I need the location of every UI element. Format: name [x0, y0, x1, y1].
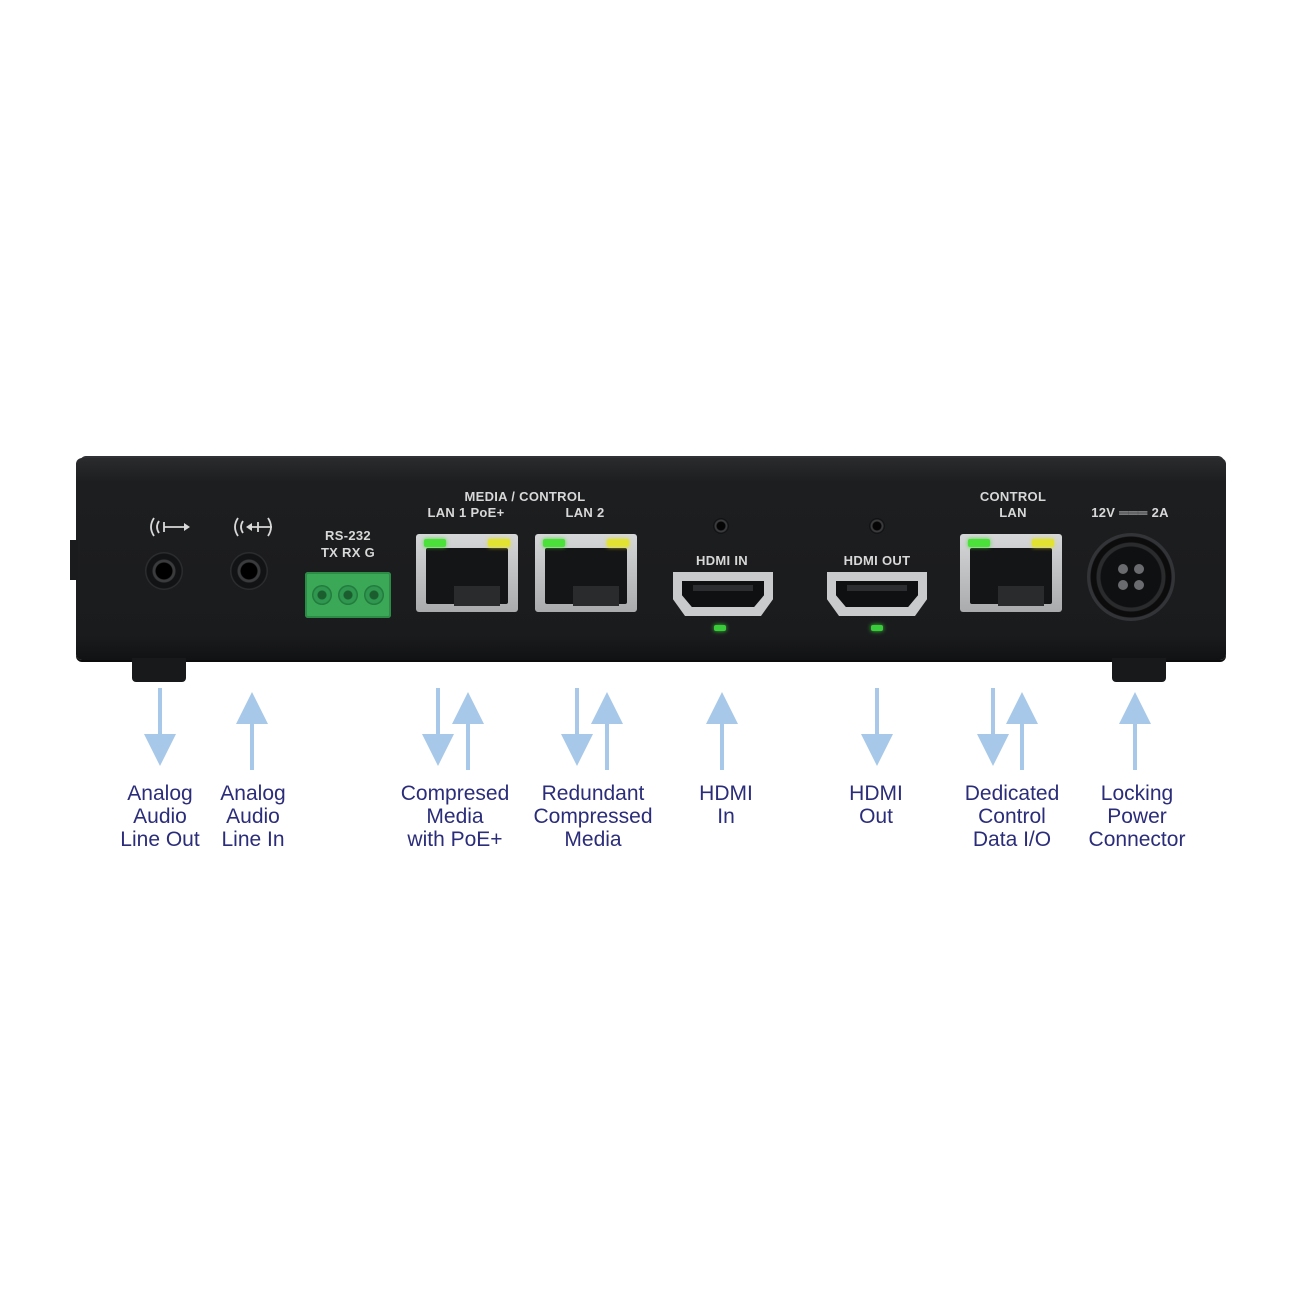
- label-line: Redundant: [541, 782, 645, 805]
- control-lan-port-socket: [970, 548, 1052, 606]
- lan1-link-led: [424, 539, 446, 547]
- terminal-screw: [364, 585, 384, 605]
- terminal-screw: [312, 585, 332, 605]
- rs232-terminal-block[interactable]: [305, 572, 391, 618]
- label-line: Compressed: [533, 805, 653, 828]
- label-line: Connector: [1088, 828, 1186, 851]
- hdmi-out-status-led: [871, 625, 883, 631]
- hdmi-in-port[interactable]: [673, 572, 773, 616]
- label-control-lan: Dedicated Control Data I/O: [947, 782, 1077, 851]
- label-hdmi-in: HDMI In: [676, 782, 776, 828]
- control-lan-link-led: [968, 539, 990, 547]
- label-line: Analog: [220, 782, 286, 805]
- terminal-screw: [338, 585, 358, 605]
- lan1-activity-led: [488, 539, 510, 547]
- label-line: Line Out: [120, 828, 200, 851]
- rs232-label: RS-232: [325, 528, 371, 543]
- lan1-port[interactable]: [416, 534, 518, 612]
- label-line: Data I/O: [972, 828, 1052, 851]
- label-line: Power: [1107, 805, 1167, 828]
- power-pin: [1118, 580, 1128, 590]
- label-hdmi-out: HDMI Out: [826, 782, 926, 828]
- label-lan1: Compresed Media with PoE+: [385, 782, 525, 851]
- label-line: Compresed: [400, 782, 510, 805]
- power-pin: [1134, 580, 1144, 590]
- lan2-port[interactable]: [535, 534, 637, 612]
- audio-line-in-jack[interactable]: [230, 552, 268, 590]
- headphone-out-icon: [146, 512, 192, 542]
- device-foot-right: [1112, 658, 1166, 682]
- label-audio-line-in: Analog Audio Line In: [193, 782, 313, 851]
- media-control-label: MEDIA / CONTROL: [464, 489, 586, 504]
- lan2-port-socket: [545, 548, 627, 606]
- hdmi-out-indicator-hole: [869, 518, 885, 534]
- device-foot-left: [132, 658, 186, 682]
- label-lan2: Redundant Compressed Media: [518, 782, 668, 851]
- rs232-pin-label: TX RX G: [320, 545, 376, 560]
- control-lan-port[interactable]: [960, 534, 1062, 612]
- hdmi-in-indicator-hole: [713, 518, 729, 534]
- label-line: In: [717, 805, 735, 828]
- label-line: Control: [978, 805, 1046, 828]
- hdmi-pin-strip: [693, 585, 753, 591]
- audio-line-out-jack[interactable]: [145, 552, 183, 590]
- control-lan-activity-led: [1032, 539, 1054, 547]
- label-line: Line In: [221, 828, 285, 851]
- label-line: Dedicated: [964, 782, 1060, 805]
- label-line: Audio: [226, 805, 280, 828]
- label-line: HDMI: [849, 782, 903, 805]
- power-pin: [1134, 564, 1144, 574]
- lan1-port-socket: [426, 548, 508, 606]
- power-connector[interactable]: [1087, 533, 1175, 621]
- label-line: Audio: [133, 805, 187, 828]
- lan1-label: LAN 1 PoE+: [427, 505, 505, 520]
- device-side-tab: [70, 540, 78, 580]
- hdmi-in-label: HDMI IN: [696, 553, 748, 568]
- control-label: CONTROL: [979, 489, 1047, 504]
- power-pin: [1118, 564, 1128, 574]
- headphone-in-icon: [230, 512, 276, 542]
- label-line: Media: [564, 828, 622, 851]
- lan2-link-led: [543, 539, 565, 547]
- label-line: Out: [859, 805, 893, 828]
- hdmi-out-label: HDMI OUT: [843, 553, 911, 568]
- power-rating-label: 12V ═══ 2A: [1091, 505, 1169, 520]
- label-line: HDMI: [699, 782, 753, 805]
- lan2-activity-led: [607, 539, 629, 547]
- label-line: Locking: [1100, 782, 1174, 805]
- port-clip: [573, 586, 619, 606]
- label-line: Analog: [127, 782, 193, 805]
- port-clip: [998, 586, 1044, 606]
- hdmi-out-port[interactable]: [827, 572, 927, 616]
- control-lan-label: LAN: [999, 505, 1027, 520]
- port-clip: [454, 586, 500, 606]
- hdmi-in-status-led: [714, 625, 726, 631]
- label-line: Media: [426, 805, 484, 828]
- label-line: with PoE+: [407, 828, 503, 851]
- label-power: Locking Power Connector: [1072, 782, 1202, 851]
- label-audio-line-out: Analog Audio Line Out: [100, 782, 220, 851]
- hdmi-pin-strip: [847, 585, 907, 591]
- lan2-label: LAN 2: [565, 505, 605, 520]
